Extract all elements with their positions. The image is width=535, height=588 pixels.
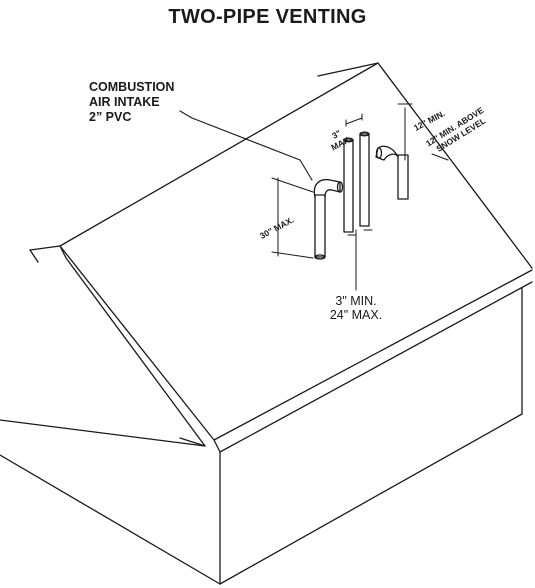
intake-pipe [313, 178, 344, 260]
pipe-spacing-callout: 3" MIN. 24" MAX. [314, 294, 398, 322]
intake-label-line2: AIR INTAKE [89, 95, 160, 109]
spacing-label-line1: 3" MIN. [335, 294, 377, 308]
exhaust-pipe [375, 145, 409, 200]
intake-leader [179, 110, 313, 181]
center-pipes [343, 131, 370, 233]
intake-label-line1: COMBUSTION [89, 80, 175, 94]
house-walls [0, 287, 523, 585]
diagram-title: TWO-PIPE VENTING [168, 6, 367, 28]
intake-label-line3: 2” PVC [89, 110, 132, 124]
intake-callout: COMBUSTION AIR INTAKE 2” PVC [89, 80, 174, 125]
dimension-lines [271, 103, 449, 291]
spacing-label-line2: 24" MAX. [329, 308, 383, 322]
